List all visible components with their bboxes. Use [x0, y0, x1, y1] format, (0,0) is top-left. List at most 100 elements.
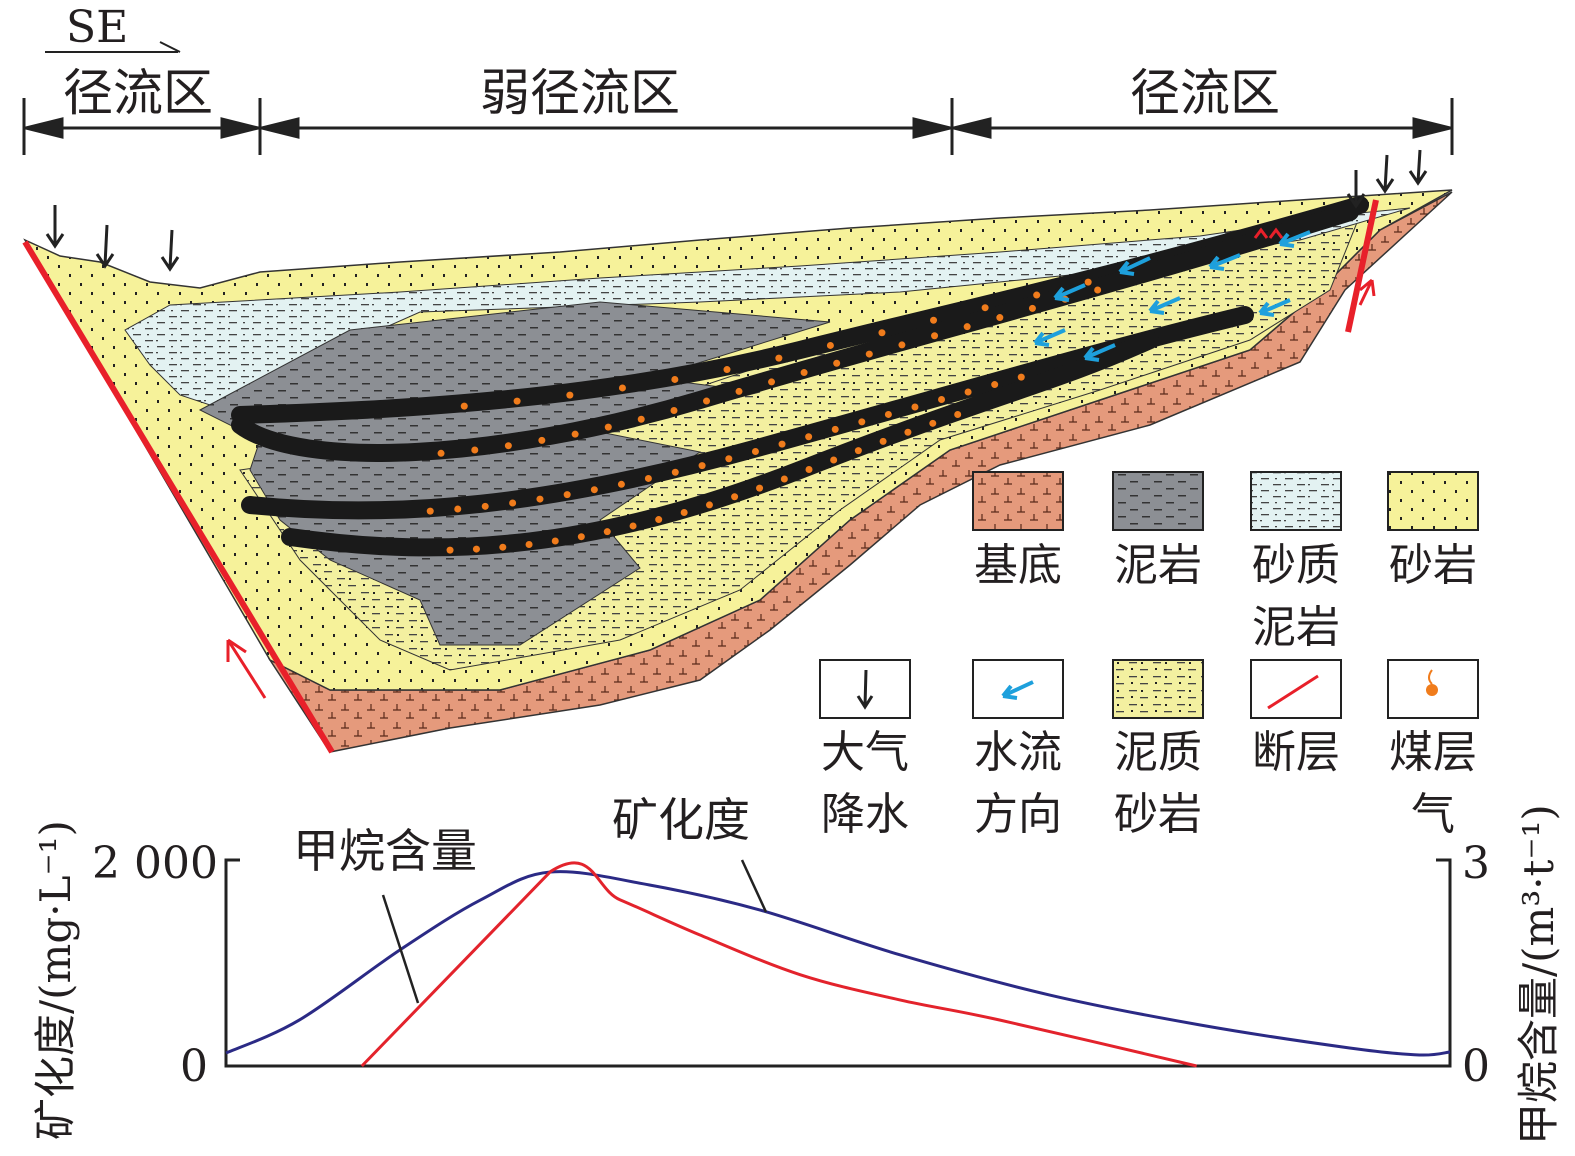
gas-drop-icon: [768, 378, 776, 386]
gas-drop-icon: [705, 501, 713, 509]
legend-label-line: 基底: [974, 540, 1062, 591]
gas-drop-icon: [1017, 373, 1025, 381]
gas-drop-icon: [1426, 669, 1438, 696]
gas-drop-icon: [551, 537, 559, 545]
gas-drop-icon: [833, 359, 841, 367]
legend-label-precipitation: 大气降水: [800, 722, 930, 846]
coal-seam-4: [281, 331, 1159, 557]
legend-swatch-sandy-mudstone: [1250, 471, 1342, 531]
gas-drop-icon: [504, 442, 512, 450]
y-axis-label: 矿化度/(mg·L⁻¹): [31, 820, 80, 1140]
gas-drop-icon: [472, 545, 480, 553]
y2-tick-0: 0: [1462, 1041, 1490, 1092]
zone-label-runoff-left: 径流区: [63, 64, 213, 122]
legend-swatch-sandstone: [1387, 471, 1479, 531]
legend-label-mudstone: 泥岩: [1093, 535, 1223, 597]
gas-drop-icon: [426, 507, 434, 515]
legend-label-line: 断层: [1252, 727, 1340, 778]
legend-label-sandstone: 砂岩: [1368, 535, 1498, 597]
legend-label-line: 大气: [821, 727, 909, 778]
coalbed-gas-markers: [426, 278, 1102, 554]
fault-lines: [22, 199, 1379, 754]
gas-drop-icon: [590, 486, 598, 494]
legend-label-muddy-sandstone: 泥质砂岩: [1093, 722, 1223, 846]
legend-swatch-muddy-sandstone: [1112, 659, 1204, 719]
gas-drop-icon: [1084, 278, 1092, 286]
gas-drop-icon: [929, 419, 937, 427]
gas-drop-icon: [618, 384, 626, 392]
legend-label-line: 泥质: [1114, 727, 1202, 778]
zone-label-runoff-right: 径流区: [1130, 64, 1280, 122]
gas-drop-icon: [629, 522, 637, 530]
gas-drop-icon: [991, 381, 999, 389]
gas-drop-icon: [805, 465, 813, 473]
gas-drop-icon: [536, 495, 544, 503]
gas-drop-icon: [571, 430, 579, 438]
gas-drop-icon: [731, 493, 739, 501]
gas-drop-icon: [996, 314, 1004, 322]
gas-drop-icon: [446, 546, 454, 554]
legend-label-line: 水流: [974, 727, 1062, 778]
legend-swatch-basement: [972, 471, 1064, 531]
gas-drop-icon: [698, 462, 706, 470]
gas-drop-icon: [981, 304, 989, 312]
gas-drop-icon: [577, 533, 585, 541]
gas-drop-icon: [884, 410, 892, 418]
gas-drop-icon: [725, 455, 733, 463]
legend-label-line: 方向: [974, 789, 1062, 840]
gas-drop-icon: [778, 440, 786, 448]
gas-drop-icon: [460, 402, 468, 410]
precipitation-arrows: [45, 149, 1428, 272]
coal-seam-2: [231, 203, 1359, 462]
gas-drop-icon: [931, 332, 939, 340]
gas-drop-icon: [604, 423, 612, 431]
legend-label-line: 砂质: [1252, 540, 1340, 591]
gas-drop-icon: [563, 491, 571, 499]
legend-swatches: [819, 471, 1479, 719]
gas-drop-icon: [509, 499, 517, 507]
zone-dimension-lines: [22, 41, 1454, 155]
gas-drop-icon: [830, 456, 838, 464]
gas-drop-icon: [671, 375, 679, 383]
legend-label-line: 砂岩: [1114, 789, 1202, 840]
gas-drop-icon: [471, 446, 479, 454]
gas-drop-icon: [454, 505, 462, 513]
gas-drop-icon: [904, 428, 912, 436]
direction-label: SE: [66, 2, 129, 53]
legend-label-line: 泥岩: [1252, 602, 1340, 653]
gas-drop-icon: [964, 388, 972, 396]
gas-drop-icon: [879, 437, 887, 445]
gas-drop-icon: [854, 447, 862, 455]
gas-drop-icon: [617, 480, 625, 488]
legend-label-sandy-mudstone: 砂质泥岩: [1231, 535, 1361, 659]
water-flow-arrows: [1033, 230, 1311, 362]
y2-axis-label: 甲烷含量/(m³·t⁻¹): [1514, 804, 1563, 1145]
y2-tick-3: 3: [1462, 838, 1490, 889]
annotation-leaders: [381, 859, 768, 1004]
y-tick-2000: 2 000: [92, 838, 218, 889]
down-arrow-icon: [856, 669, 874, 710]
gas-drop-icon: [735, 387, 743, 395]
legend-label-water-flow: 水流方向: [953, 722, 1083, 846]
gas-drop-icon: [513, 397, 521, 405]
gas-drop-icon: [1094, 286, 1102, 294]
gas-drop-icon: [670, 407, 678, 415]
gas-drop-icon: [756, 484, 764, 492]
mineralization-annotation: 矿化度: [612, 793, 750, 847]
gas-drop-icon: [800, 369, 808, 377]
sandy-mudstone-layer: [124, 207, 1411, 406]
legend-label-line: 降水: [821, 789, 909, 840]
chart-axes: [224, 858, 1452, 1068]
gas-drop-icon: [751, 447, 759, 455]
methane-series-line: [360, 861, 1197, 1068]
gas-drop-icon: [680, 509, 688, 517]
gas-drop-icon: [1028, 304, 1036, 312]
gas-drop-icon: [878, 329, 886, 337]
gas-drop-icon: [775, 354, 783, 362]
gas-drop-icon: [655, 516, 663, 524]
gas-drop-icon: [566, 391, 574, 399]
y-tick-0: 0: [180, 1041, 208, 1092]
gas-drop-icon: [898, 341, 906, 349]
mineralization-series-line: [225, 870, 1451, 1057]
gas-drop-icon: [703, 397, 711, 405]
